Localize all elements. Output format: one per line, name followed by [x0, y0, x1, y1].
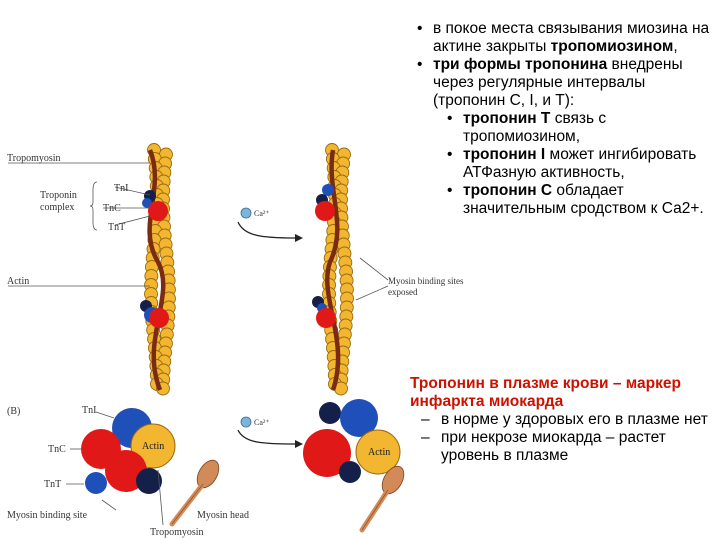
label-actin-b2: Actin	[368, 447, 390, 458]
label-tropomyosin-b: Tropomyosin	[150, 527, 204, 538]
myosin-head-activated	[359, 465, 405, 533]
arrow-right-icon	[237, 221, 296, 239]
tnt-subunit	[319, 402, 341, 424]
label-ca-b: Ca²⁺	[254, 418, 270, 427]
label-actin-b: Actin	[142, 441, 164, 452]
troponin-marker-section: Тропонин в плазме крови – маркер инфаркт…	[408, 375, 718, 465]
tropomyosin-strand-activated	[324, 149, 341, 391]
tnt-subunit	[339, 461, 361, 483]
label-troponin-complex: Troponin complex	[40, 190, 77, 213]
tni-subunit	[142, 198, 152, 208]
tnc-subunit	[149, 308, 169, 328]
label-myosin-sites-exposed: Myosin binding sites exposed	[388, 276, 464, 297]
tnc-subunit	[303, 429, 351, 477]
tropomyosin-strand-resting	[147, 149, 166, 391]
calcium-ion-icon	[240, 416, 252, 428]
arrowhead-icon	[295, 440, 303, 448]
marker-item-normal: в норме у здоровых его в плазме нет	[408, 411, 718, 429]
bullet-troponin-c: тропонин С обладает значительным сродств…	[438, 182, 716, 218]
tnc-subunit	[148, 201, 168, 221]
troponin-complex-resting-lower	[140, 300, 169, 328]
panel-a-leader-lines	[8, 162, 389, 301]
label-actin: Actin	[7, 276, 29, 287]
arrow-right-icon	[237, 429, 296, 445]
actin-monomer	[130, 423, 176, 469]
label-tnt: TnT	[108, 222, 125, 233]
tni-subunit	[322, 184, 334, 196]
label-ca-a: Ca²⁺	[254, 209, 270, 218]
troponin-complex-activated-lower	[312, 296, 336, 328]
troponin-complex-activated-b	[303, 399, 401, 483]
label-tnc: TnC	[103, 203, 121, 214]
tnt-subunit	[85, 472, 107, 494]
troponin-complex-resting-b	[81, 408, 176, 494]
troponin-complex-activated-upper	[315, 184, 335, 221]
label-tropomyosin: Tropomyosin	[7, 153, 61, 164]
tnc-subunit	[315, 201, 335, 221]
marker-item-necrosis: при некрозе миокарда – растет уровень в …	[408, 429, 718, 465]
label-panel-b: (B)	[7, 406, 20, 417]
label-myosin-binding-site: Myosin binding site	[7, 510, 88, 521]
bullet-resting-state: в покое места связывания миозина на акти…	[408, 20, 716, 56]
arrowhead-icon	[295, 234, 303, 242]
label-myosin-head: Myosin head	[197, 510, 249, 521]
myosin-head-resting	[169, 459, 220, 527]
troponin-description: в покое места связывания миозина на акти…	[408, 20, 716, 218]
bullet-troponin-i: тропонин I может ингибировать АТФазную а…	[438, 146, 716, 182]
marker-title: Тропонин в плазме крови – маркер инфаркт…	[410, 375, 681, 410]
tnc-subunit	[316, 308, 336, 328]
troponin-complex-resting-upper	[142, 190, 168, 221]
bullet-three-forms: три формы тропонина внедрены через регул…	[408, 56, 716, 110]
bullet-troponin-t: тропонин Т связь с тропомиозином,	[438, 110, 716, 146]
label-tnt-b: TnT	[44, 479, 61, 490]
calcium-ion-icon	[240, 207, 252, 219]
label-tni: TnI	[114, 183, 128, 194]
actin-monomer	[355, 429, 401, 475]
tnt-subunit	[136, 468, 162, 494]
tni-subunit	[340, 399, 378, 437]
label-tnc-b: TnC	[48, 444, 66, 455]
panel-b-leader-lines	[66, 411, 164, 526]
label-tni-b: TnI	[82, 405, 96, 416]
